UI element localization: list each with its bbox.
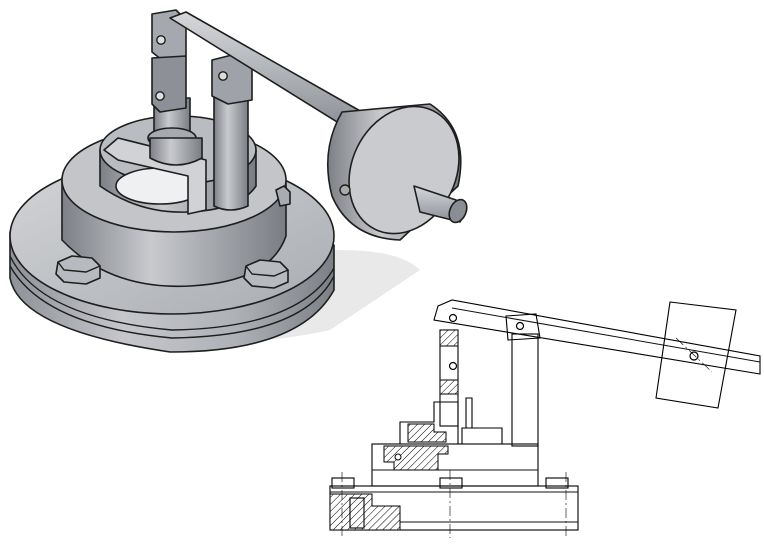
hex-nut-front-left — [55, 255, 101, 285]
section-inner-hatch — [407, 423, 447, 443]
section-lever-arm — [433, 299, 761, 375]
section-post-pin-icon — [515, 321, 525, 331]
section-link — [439, 313, 459, 427]
pin-post-icon — [218, 71, 228, 81]
section-link-pin-lower-icon — [448, 361, 458, 371]
section-counterweight — [655, 301, 737, 409]
section-pin-icon — [394, 453, 402, 461]
section-base-hatch — [329, 493, 401, 531]
isometric-view — [9, 9, 468, 353]
section-view — [329, 299, 761, 538]
pin-upper-icon — [156, 35, 166, 45]
section-nut-center — [439, 477, 463, 489]
lever-arm — [169, 11, 363, 131]
bolt-side — [275, 185, 291, 207]
section-post — [505, 313, 541, 447]
section-link-pin-upper-icon — [448, 313, 458, 323]
section-housing-hatch — [383, 445, 449, 471]
set-screw-icon — [339, 184, 351, 196]
section-set-screw-icon — [689, 351, 699, 361]
support-post — [211, 53, 253, 211]
section-nut-left — [331, 477, 355, 489]
hex-nut-front-right — [243, 259, 289, 289]
pin-lower-icon — [155, 91, 165, 101]
section-nut-right — [545, 477, 569, 489]
counterweight — [327, 103, 468, 241]
